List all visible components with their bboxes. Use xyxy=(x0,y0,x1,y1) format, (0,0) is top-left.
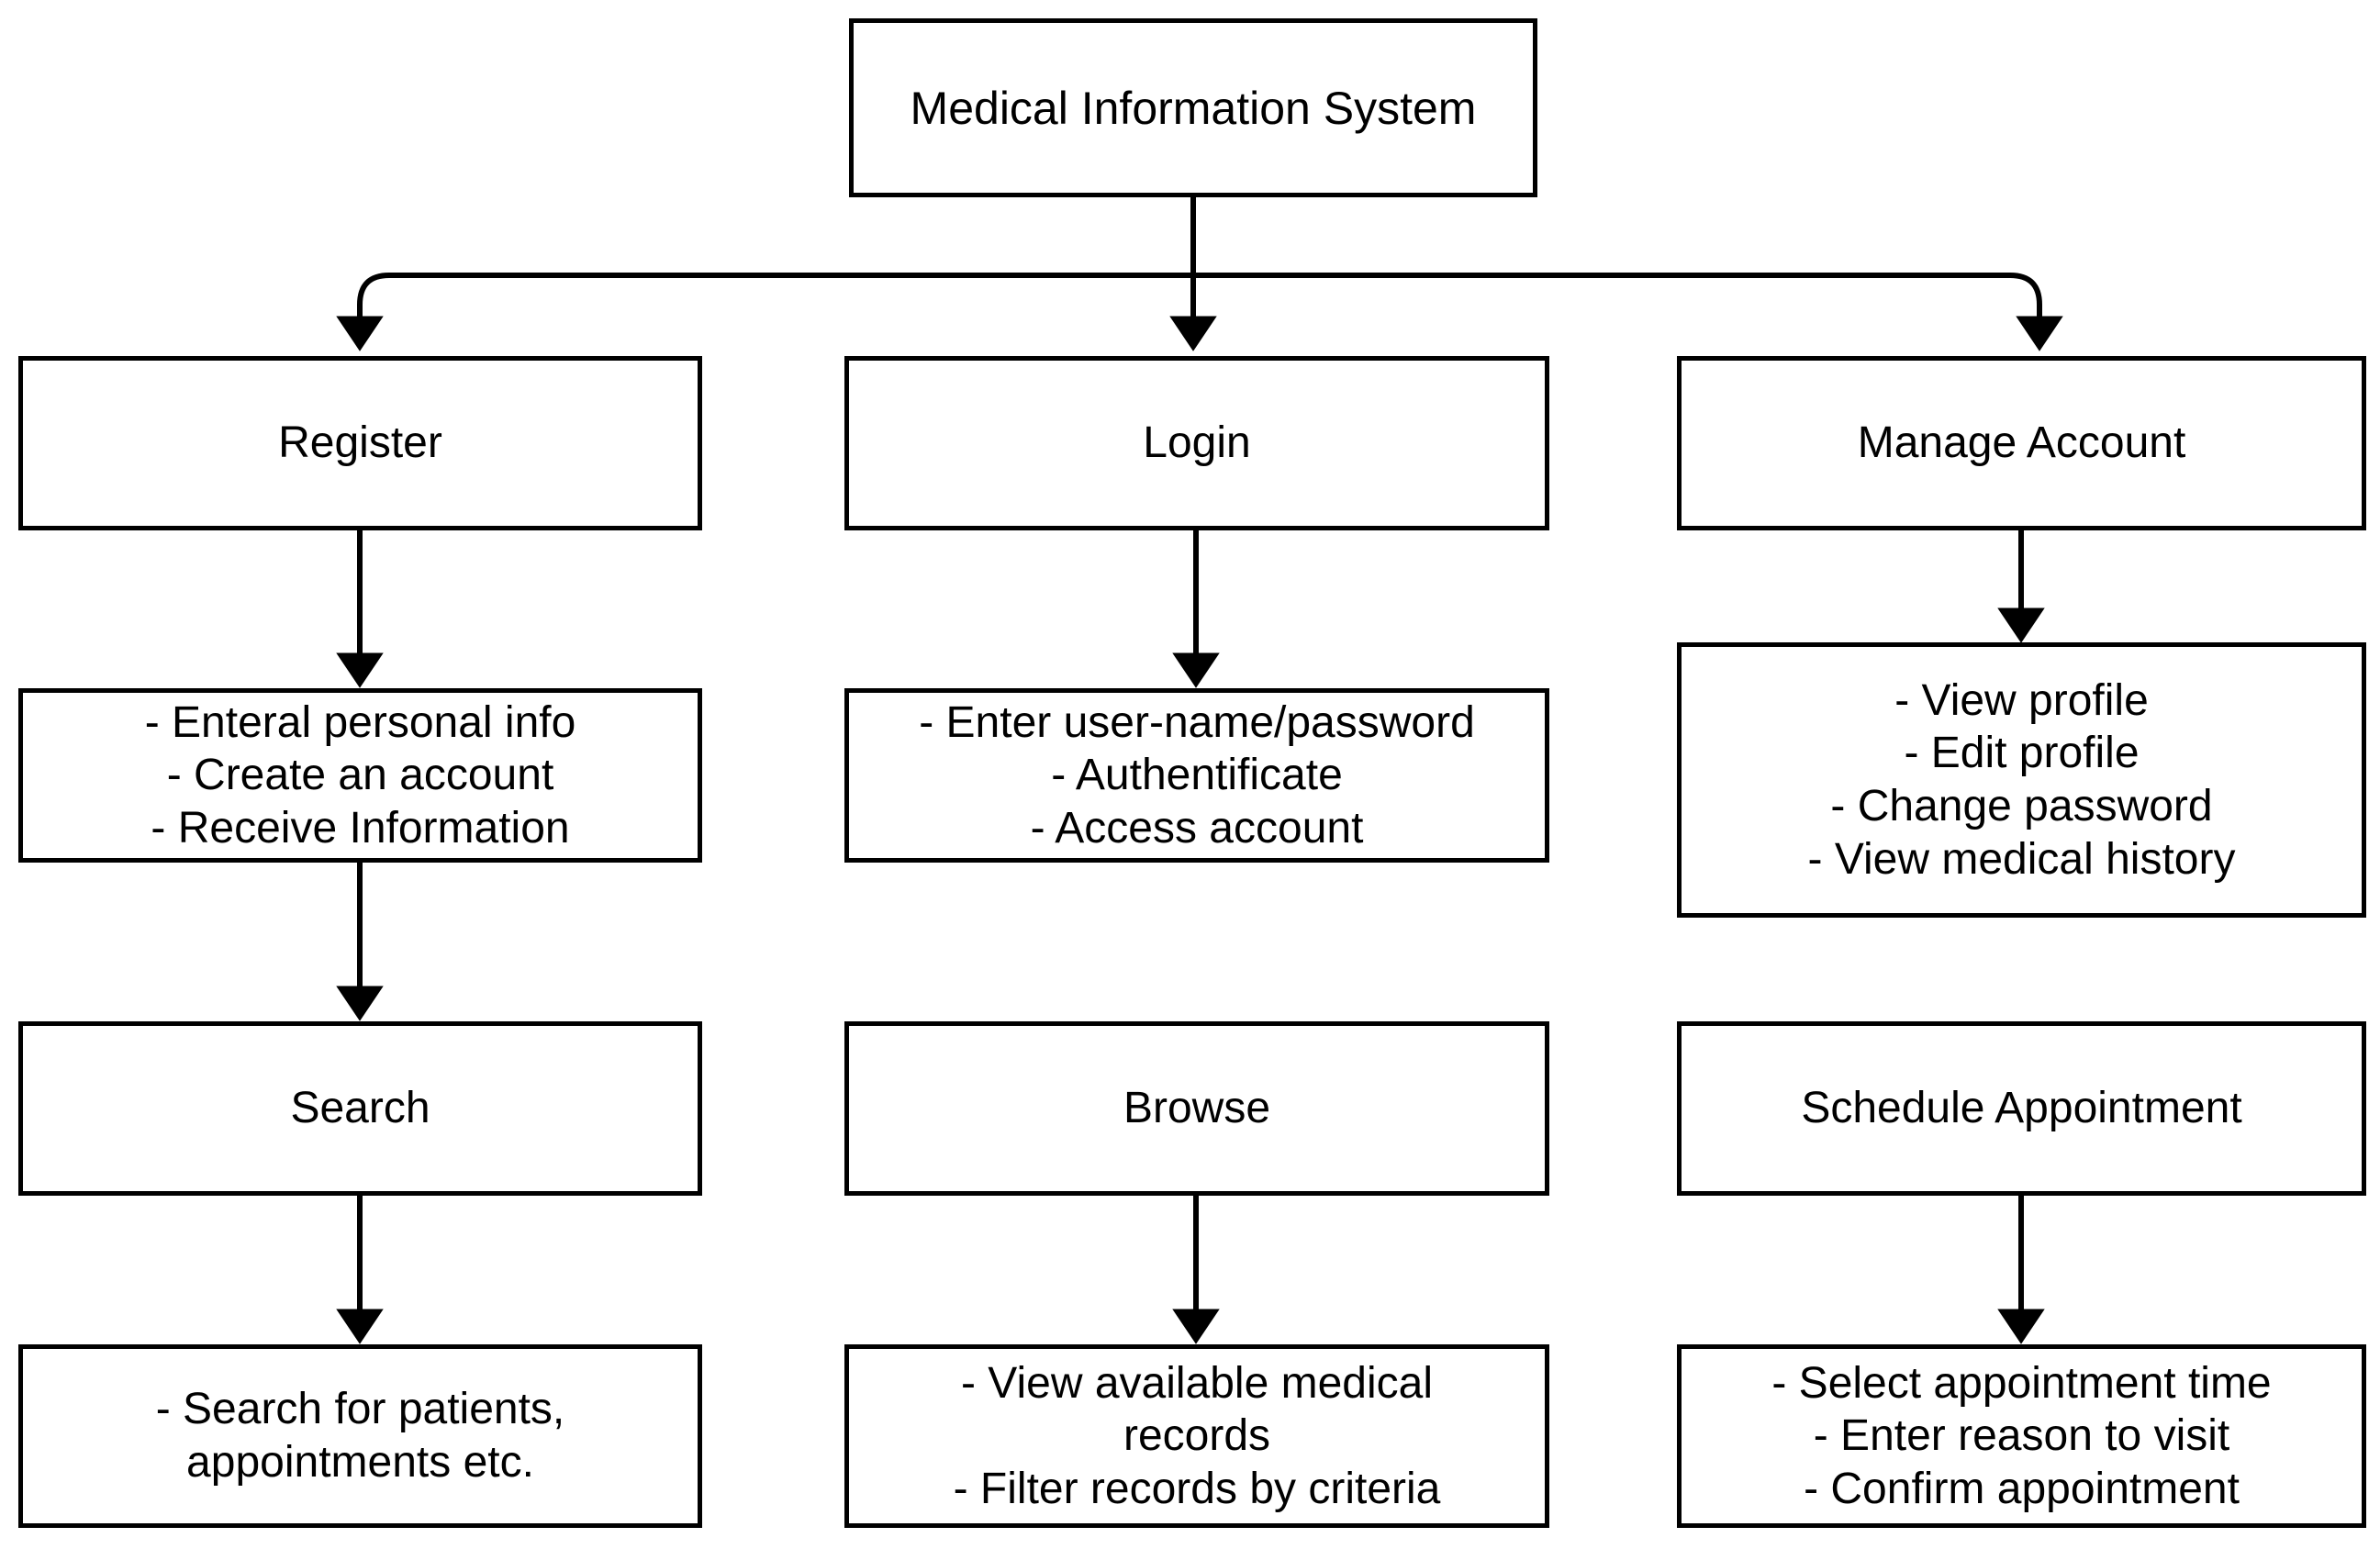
node-label: Manage Account xyxy=(1857,418,2186,468)
detail-line: - Enter user-name/password xyxy=(919,697,1475,747)
node-label: Browse xyxy=(1123,1084,1271,1133)
node-browse-details[interactable]: - View available medical records - Filte… xyxy=(844,1344,1549,1528)
node-register[interactable]: Register xyxy=(18,356,702,530)
node-label: Medical Information System xyxy=(910,82,1477,134)
detail-line: - Receive Information xyxy=(151,803,570,853)
detail-line: - Confirm appointment xyxy=(1804,1464,2240,1513)
node-manage-account[interactable]: Manage Account xyxy=(1677,356,2366,530)
detail-line: - Enteral personal info xyxy=(144,697,576,747)
detail-line: - Search for patients, appointments etc. xyxy=(155,1385,565,1487)
node-login-details[interactable]: - Enter user-name/password - Authentific… xyxy=(844,688,1549,863)
node-login[interactable]: Login xyxy=(844,356,1549,530)
node-register-details[interactable]: - Enteral personal info - Create an acco… xyxy=(18,688,702,863)
detail-line: - Access account xyxy=(1030,803,1364,853)
node-browse[interactable]: Browse xyxy=(844,1021,1549,1196)
node-medical-information-system[interactable]: Medical Information System xyxy=(849,18,1537,197)
node-manage-account-details[interactable]: - View profile - Edit profile - Change p… xyxy=(1677,642,2366,918)
node-search[interactable]: Search xyxy=(18,1021,702,1196)
detail-line: - Select appointment time xyxy=(1771,1358,2272,1408)
detail-line: - View profile xyxy=(1894,675,2149,725)
node-label: Register xyxy=(278,418,442,468)
node-schedule-appointment-details[interactable]: - Select appointment time - Enter reason… xyxy=(1677,1344,2366,1528)
detail-line: - Authentificate xyxy=(1051,751,1343,800)
detail-line: - Create an account xyxy=(166,751,554,800)
node-search-details[interactable]: - Search for patients, appointments etc. xyxy=(18,1344,702,1528)
detail-line: - View available medical records xyxy=(960,1358,1434,1461)
detail-line: - Change password xyxy=(1830,782,2213,830)
detail-line: - Edit profile xyxy=(1904,729,2140,778)
node-label: Schedule Appointment xyxy=(1801,1084,2242,1133)
detail-line: - Enter reason to visit xyxy=(1813,1411,2230,1461)
node-label: Search xyxy=(290,1084,430,1133)
root-splitter-connector xyxy=(336,197,2063,351)
node-schedule-appointment[interactable]: Schedule Appointment xyxy=(1677,1021,2366,1196)
detail-line: - Filter records by criteria xyxy=(953,1464,1441,1513)
node-label: Login xyxy=(1143,418,1251,468)
detail-line: - View medical history xyxy=(1807,834,2236,884)
